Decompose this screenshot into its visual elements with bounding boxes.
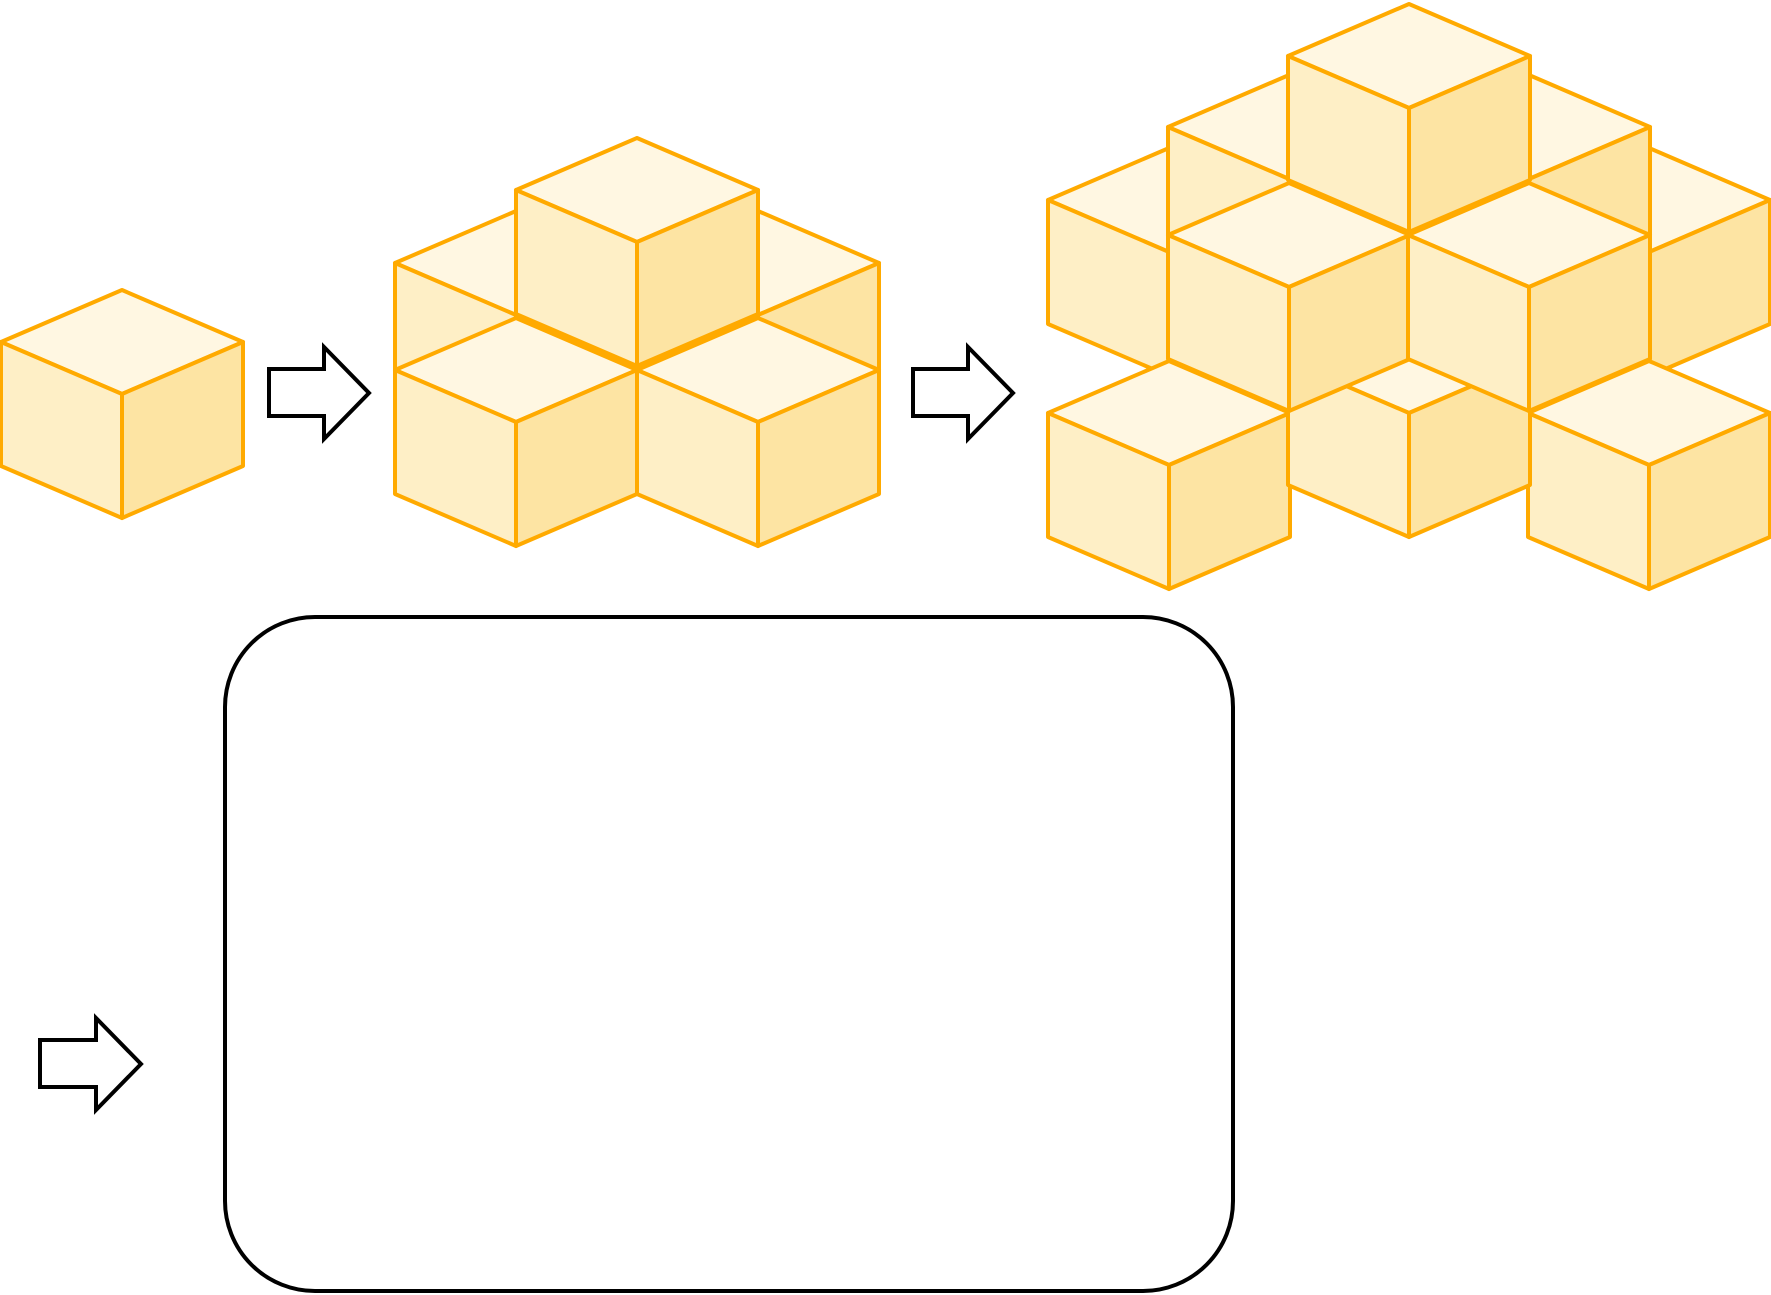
right-arrow-icon <box>38 1013 144 1115</box>
right-arrow-icon <box>911 342 1016 444</box>
answer-box[interactable] <box>223 615 1235 1293</box>
right-arrow-icon <box>267 342 372 444</box>
stage-2-cube-figure <box>393 136 881 548</box>
stage-1-cube-figure <box>0 288 245 520</box>
cube <box>0 288 245 520</box>
stage-3-cube-figure <box>1046 2 1771 591</box>
